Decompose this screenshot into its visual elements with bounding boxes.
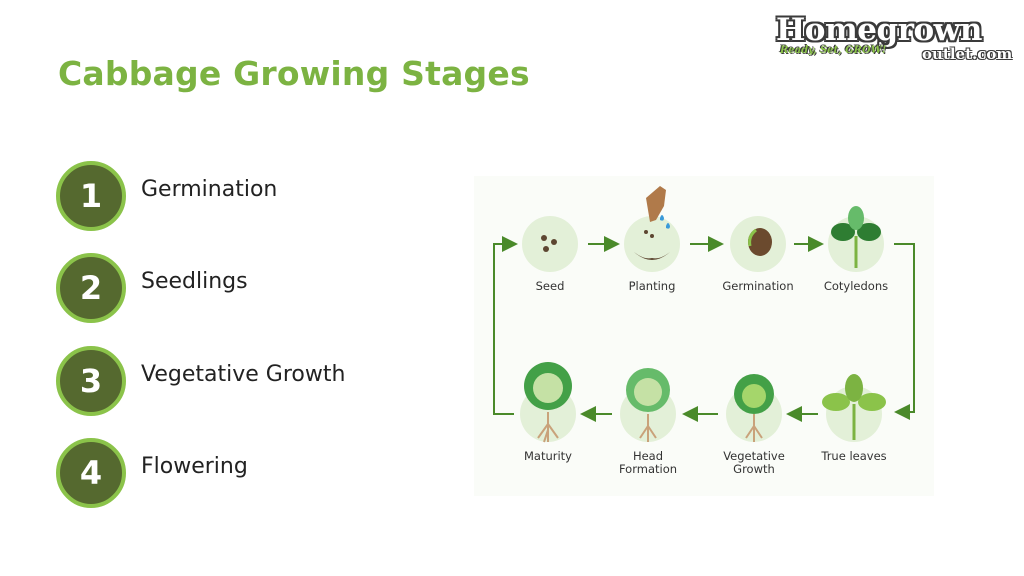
sprouting-seed-icon xyxy=(748,228,772,256)
stage-label: Seedlings xyxy=(141,269,248,294)
node-label-cotyledons: Cotyledons xyxy=(823,279,889,293)
planting-node xyxy=(624,216,680,272)
cotyledons-icon xyxy=(831,206,881,268)
stage-number-badge: 2 xyxy=(56,253,126,323)
arrow-cotyledons-to-true-leaves xyxy=(894,243,915,420)
lifecycle-diagram: Seed Planting Germination Cotyledons Tru… xyxy=(474,176,934,496)
brand-logo: Homegrown Ready, Set, GROW! outlet.com xyxy=(776,12,1012,63)
arrow-maturity-to-seed xyxy=(493,236,518,415)
stage-item-3: 3 Vegetative Growth xyxy=(56,346,416,416)
logo-domain: outlet.com xyxy=(922,45,1013,63)
node-label-seed: Seed xyxy=(535,279,565,293)
seed-node xyxy=(522,216,578,272)
stage-item-4: 4 Flowering xyxy=(56,438,416,508)
node-label-head-formation: Head Formation xyxy=(618,449,678,476)
lifecycle-graphic xyxy=(493,186,915,443)
stage-item-1: 1 Germination xyxy=(56,161,416,231)
node-label-maturity: Maturity xyxy=(523,449,572,463)
stage-label: Flowering xyxy=(141,454,248,479)
node-label-true-leaves: True leaves xyxy=(821,449,887,463)
stage-label: Germination xyxy=(141,177,278,202)
stage-label: Vegetative Growth xyxy=(141,362,346,387)
cabbage-head-icon xyxy=(626,368,670,442)
page-title: Cabbage Growing Stages xyxy=(58,54,530,93)
young-cabbage-icon xyxy=(734,374,774,442)
logo-tagline: Ready, Set, GROW! xyxy=(780,45,887,56)
mature-cabbage-icon xyxy=(524,362,572,443)
stage-item-2: 2 Seedlings xyxy=(56,253,416,323)
true-leaves-icon xyxy=(822,374,886,440)
node-label-vegetative-growth: Vegetative Growth xyxy=(723,449,785,476)
node-label-germination: Germination xyxy=(722,279,794,293)
logo-wordmark: Homegrown xyxy=(776,12,982,48)
stage-number-badge: 3 xyxy=(56,346,126,416)
seeds-icon xyxy=(541,235,557,252)
node-label-planting: Planting xyxy=(628,279,676,293)
stage-number-badge: 1 xyxy=(56,161,126,231)
planting-hand-icon xyxy=(634,186,670,260)
stage-number-badge: 4 xyxy=(56,438,126,508)
